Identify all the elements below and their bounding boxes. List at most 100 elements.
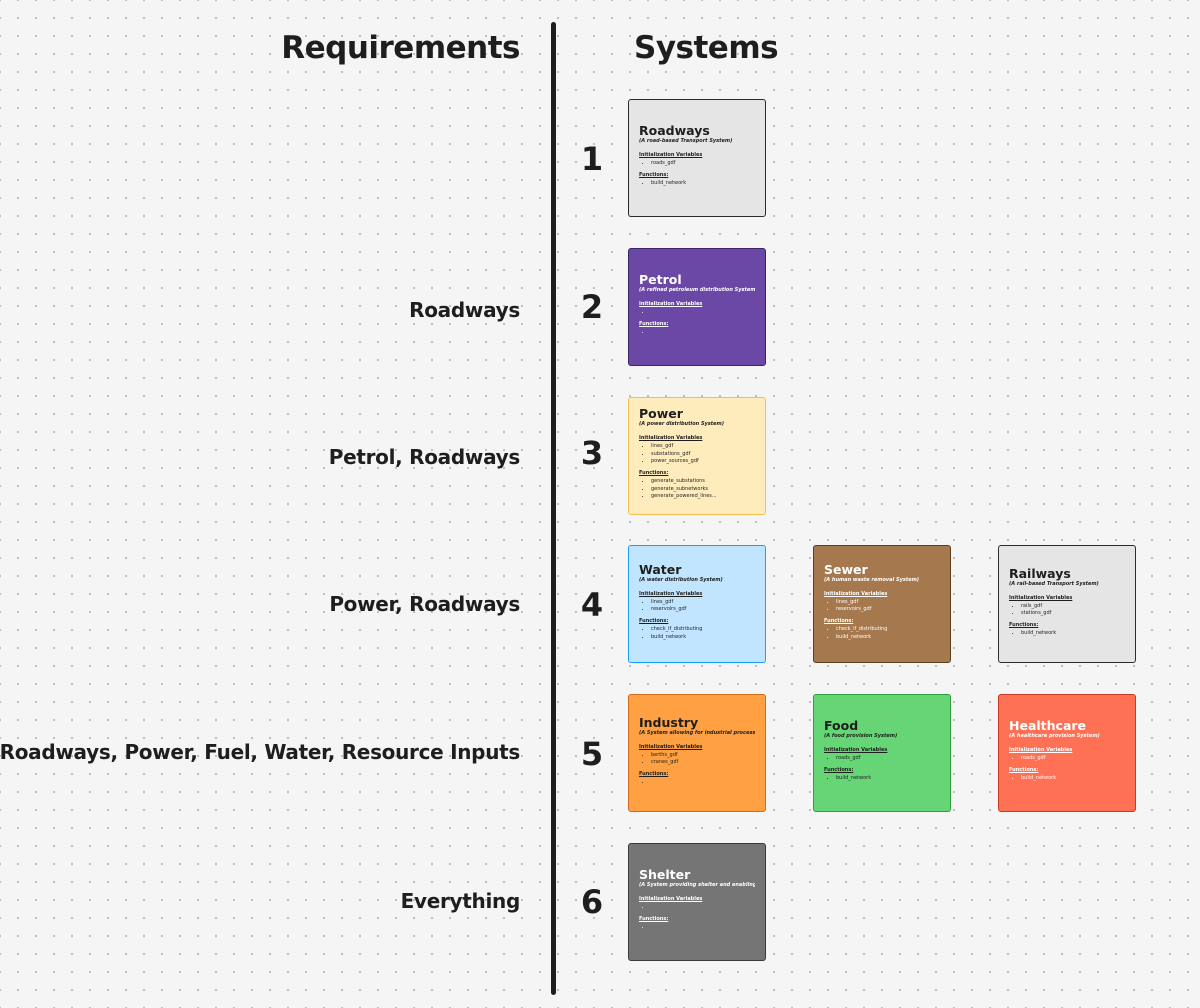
init-vars-list: roads_gdf <box>824 755 940 763</box>
functions-label: Functions: <box>639 618 669 624</box>
functions-label: Functions: <box>639 770 669 777</box>
functions-label: Functions: <box>1009 621 1039 628</box>
functions-label: Functions: <box>639 321 669 327</box>
functions-list: check_if_distributingbuild_network <box>824 626 940 641</box>
init-var-item: roads_gdf <box>651 160 755 168</box>
card-subtitle: (A water distribution System) <box>639 576 723 583</box>
functions-label: Functions: <box>1009 767 1039 773</box>
system-card-railways[interactable]: Railways(A rail-based Transport System) I… <box>998 545 1136 663</box>
init-vars-list <box>639 904 755 912</box>
functions-list: generate_substationsgenerate_subnetworks… <box>639 478 755 501</box>
init-vars-list: roads_gdf <box>1009 755 1125 763</box>
init-vars-label: Initialization Variables <box>639 896 703 903</box>
function-item <box>651 329 755 337</box>
requirements-heading: Requirements <box>281 30 520 66</box>
init-var-item: power_sources_gdf <box>651 458 755 466</box>
init-vars-label: Initialization Variables <box>1009 594 1073 601</box>
tier-1-number: 1 <box>580 140 604 178</box>
card-title: Roadways <box>639 123 710 139</box>
functions-list: build_network <box>1009 630 1125 638</box>
init-vars-list: berths_gdfcranes_gdf <box>639 752 755 767</box>
functions-label: Functions: <box>639 172 669 178</box>
init-var-item: reservoirs_gdf <box>651 606 755 614</box>
card-subtitle: (A refined petroleum distribution System… <box>639 287 755 294</box>
functions-label: Functions: <box>639 916 669 922</box>
card-subtitle: (A food provision System) <box>824 733 898 740</box>
init-var-item <box>651 309 755 317</box>
function-item: build_network <box>651 634 755 642</box>
system-card-roadways[interactable]: Roadways(A road-based Transport System)I… <box>628 99 766 217</box>
column-divider <box>551 22 556 995</box>
card-title: Shelter <box>639 867 691 883</box>
card-subtitle: (A System providing shelter and enabling… <box>639 882 755 889</box>
init-var-item: cranes_gdf <box>651 759 755 767</box>
functions-list: build_network <box>1009 775 1125 783</box>
system-card-petrol[interactable]: Petrol(A refined petroleum distribution … <box>628 248 766 366</box>
init-vars-label: Initialization Variables <box>824 590 888 597</box>
systems-heading: Systems <box>634 30 779 66</box>
function-item: build_network <box>836 634 940 642</box>
function-item: check_if_distributing <box>651 626 755 634</box>
init-vars-list: lines_gdfsubstations_gdfpower_sources_gd… <box>639 443 755 466</box>
card-subtitle: (A rail-based Transport System) <box>1009 580 1099 587</box>
init-vars-label: Initialization Variables <box>639 435 703 442</box>
init-var-item: substations_gdf <box>651 451 755 459</box>
init-vars-list <box>639 309 755 317</box>
system-card-healthcare[interactable]: Healthcare(A healthcare provision System… <box>998 694 1136 812</box>
tier-4-number: 4 <box>580 586 604 624</box>
init-vars-list: rails_gdfstations_gdf <box>1009 603 1125 618</box>
functions-list: check_if_distributingbuild_network <box>639 626 755 641</box>
tier-3-number: 3 <box>580 434 604 472</box>
function-item <box>651 924 755 932</box>
function-item: generate_substations <box>651 478 755 486</box>
tier-5-number: 5 <box>580 735 604 773</box>
init-vars-label: Initialization Variables <box>824 747 888 754</box>
functions-label: Functions: <box>824 767 854 773</box>
tier-3-requirements: Petrol, Roadways <box>328 445 521 469</box>
init-vars-label: Initialization Variables <box>639 743 703 750</box>
functions-label: Functions: <box>639 470 669 476</box>
card-title: Railways <box>1009 565 1071 581</box>
functions-list: build_network <box>824 775 940 783</box>
card-title: Sewer <box>824 561 868 577</box>
init-var-item: lines_gdf <box>651 599 755 607</box>
card-title: Industry <box>639 714 699 730</box>
init-vars-list: lines_gdfreservoirs_gdf <box>824 599 940 614</box>
function-item: build_network <box>836 775 940 783</box>
init-var-item: stations_gdf <box>1021 610 1125 618</box>
system-card-power[interactable]: Power(A power distribution System)Initia… <box>628 397 766 515</box>
tier-2-requirements: Roadways <box>409 298 520 322</box>
card-title: Water <box>639 561 682 577</box>
tier-2-number: 2 <box>580 288 604 326</box>
system-card-shelter[interactable]: Shelter(A System providing shelter and e… <box>628 843 766 961</box>
function-item: generate_subnetworks <box>651 486 755 494</box>
card-title: Power <box>639 406 683 422</box>
function-item: generate_powered_lines... <box>651 493 755 501</box>
init-vars-label: Initialization Variables <box>1009 747 1073 754</box>
init-vars-label: Initialization Variables <box>639 301 703 308</box>
init-var-item <box>651 904 755 912</box>
tier-6-requirements: Everything <box>400 889 521 913</box>
function-item: build_network <box>651 180 755 188</box>
functions-list <box>639 779 755 787</box>
system-card-water[interactable]: Water(A water distribution System)Initia… <box>628 545 766 663</box>
init-var-item: lines_gdf <box>651 443 755 451</box>
init-vars-list: roads_gdf <box>639 160 755 168</box>
functions-list <box>639 329 755 337</box>
card-title: Food <box>824 718 859 734</box>
init-var-item: reservoirs_gdf <box>836 606 940 614</box>
card-subtitle: (A human waste removal System) <box>824 576 920 583</box>
tier-6-number: 6 <box>580 883 604 921</box>
card-subtitle: (A System allowing for industrial proces… <box>639 729 755 736</box>
system-card-food[interactable]: Food(A food provision System) Initializat… <box>813 694 951 812</box>
init-vars-label: Initialization Variables <box>639 152 703 159</box>
init-var-item: lines_gdf <box>836 599 940 607</box>
function-item <box>651 779 755 787</box>
system-card-industry[interactable]: Industry(A System allowing for industria… <box>628 694 766 812</box>
system-card-sewer[interactable]: Sewer(A human waste removal System) Initi… <box>813 545 951 663</box>
init-var-item: berths_gdf <box>651 752 755 760</box>
function-item: build_network <box>1021 630 1125 638</box>
functions-list <box>639 924 755 932</box>
init-var-item: rails_gdf <box>1021 603 1125 611</box>
tier-4-requirements: Power, Roadways <box>329 592 520 616</box>
